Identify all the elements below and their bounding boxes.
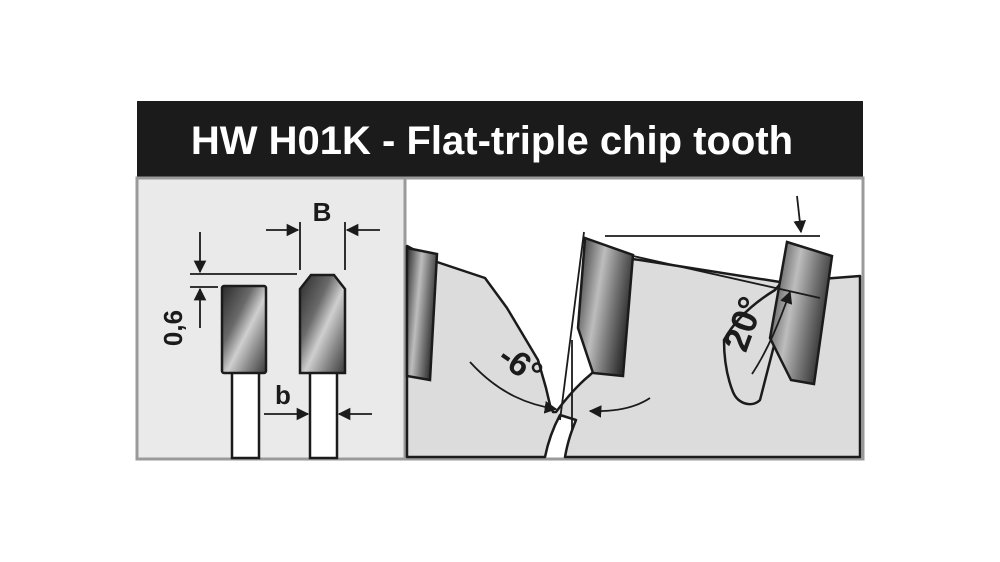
tooth-section-flat	[220, 284, 268, 460]
label-b: b	[275, 380, 291, 410]
label-B: B	[313, 197, 332, 227]
header-bar	[137, 101, 863, 178]
label-chamfer: 0,6	[158, 310, 188, 346]
saw-tooth-center	[576, 236, 635, 378]
chamfer-dimension: 0,6	[158, 232, 297, 346]
width-b-dimension: b	[264, 380, 372, 421]
saw-tooth-left	[405, 246, 439, 382]
tooth-section-trapezoid	[298, 273, 347, 460]
width-B-dimension: B	[266, 197, 380, 270]
saw-tooth-right	[768, 240, 834, 386]
header-title: HW H01K - Flat-triple chip tooth	[191, 119, 793, 163]
left-panel	[135, 176, 407, 461]
